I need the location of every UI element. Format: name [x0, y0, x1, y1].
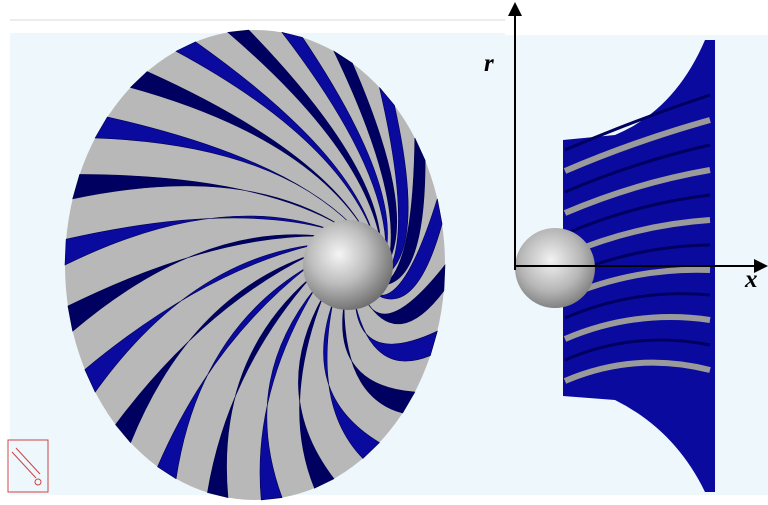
r-axis-arrow: [508, 2, 522, 16]
side-blade-streak: [564, 93, 711, 152]
side-blade-streak: [564, 143, 711, 194]
side-blade-streak: [563, 117, 711, 174]
x-axis-arrow: [754, 259, 768, 273]
impeller-side-view: [505, 0, 768, 505]
side-blade-streak: [564, 338, 711, 362]
side-blade-streak: [564, 292, 711, 320]
front-view-panel: [7, 19, 505, 501]
side-blade-streak: [563, 167, 711, 216]
side-hub-sphere: [515, 228, 595, 308]
side-blade-streak: [563, 359, 711, 384]
side-blade-streak: [563, 314, 711, 342]
r-axis-label: r: [484, 50, 494, 77]
side-view-panel: [505, 0, 768, 505]
hub-sphere: [303, 220, 393, 310]
side-blade-streak: [564, 193, 711, 236]
orientation-triad-icon: [7, 439, 49, 493]
impeller-front-view: [7, 19, 505, 501]
x-axis-label: x: [745, 266, 758, 293]
